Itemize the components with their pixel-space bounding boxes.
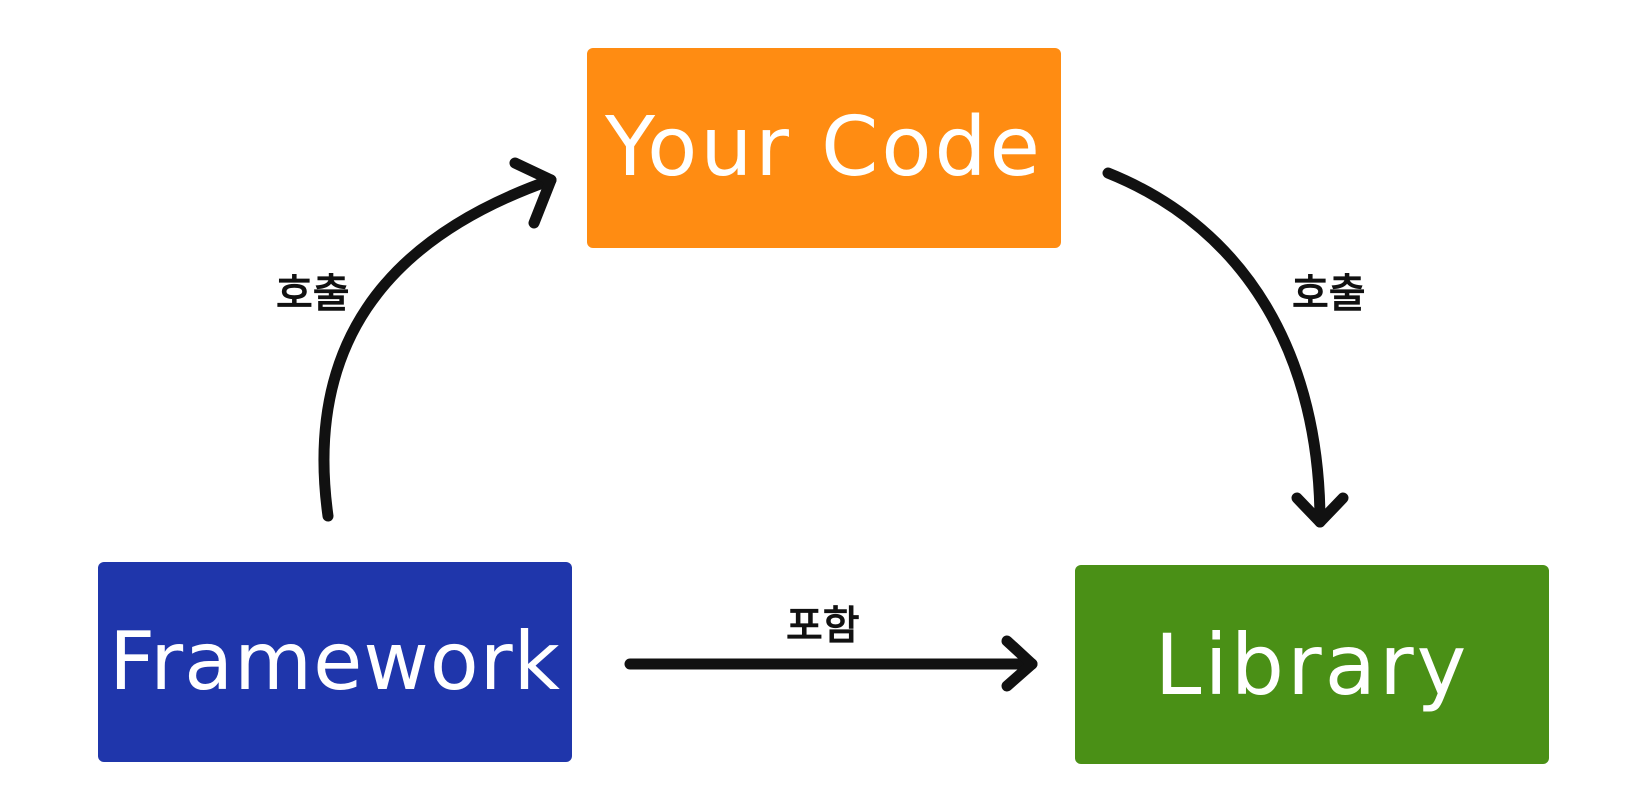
node-library-label: Library: [1154, 615, 1470, 714]
edge-label-framework-to-your-code: 호출: [276, 271, 350, 317]
node-framework: Framework: [98, 562, 572, 762]
arrow-your-code-to-library: [1102, 167, 1349, 528]
edge-label-framework-to-library: 포함: [786, 603, 860, 649]
node-your-code-label: Your Code: [604, 100, 1044, 195]
edge-label-your-code-to-library: 호출: [1292, 271, 1366, 317]
arrow-framework-to-your-code: [318, 157, 557, 522]
node-your-code: Your Code: [587, 48, 1061, 248]
arrow-framework-to-library: [624, 635, 1038, 692]
node-library: Library: [1075, 565, 1549, 764]
node-framework-label: Framework: [109, 615, 561, 708]
